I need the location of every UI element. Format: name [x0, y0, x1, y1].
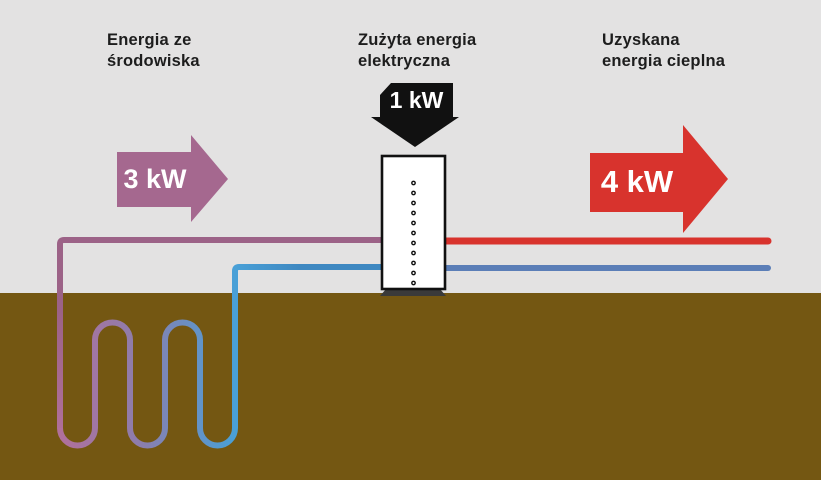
label-environment-energy: Energia ze środowiska [107, 30, 200, 72]
thermal-energy-arrow-icon [590, 125, 728, 233]
label-electric-energy: Zużyta energia elektryczna [358, 30, 476, 72]
label-thermal-energy-line1: Uzyskana [602, 31, 680, 49]
heat-pump-dots [411, 180, 416, 286]
label-thermal-energy-line2: energia cieplna [602, 52, 726, 70]
label-thermal-energy: Uzyskana energia cieplna [602, 30, 725, 72]
environment-energy-value: 3 kW [123, 164, 187, 194]
electric-energy-value: 1 kW [389, 86, 444, 113]
ground [0, 293, 821, 480]
label-electric-energy-line1: Zużyta energia [358, 31, 477, 49]
pipe-return-cold [232, 264, 390, 272]
environment-energy-arrow-icon [117, 135, 228, 222]
label-electric-energy-line2: elektryczna [358, 52, 451, 70]
label-environment-energy-line2: środowiska [107, 52, 200, 70]
electric-energy-arrow-icon [371, 83, 459, 147]
thermal-energy-value: 4 kW [600, 164, 674, 199]
label-environment-energy-line1: Energia ze [107, 31, 192, 49]
pipe-feed-warm [57, 237, 390, 428]
heat-pump-base [380, 289, 446, 296]
ground-collector-coil [57, 271, 238, 449]
